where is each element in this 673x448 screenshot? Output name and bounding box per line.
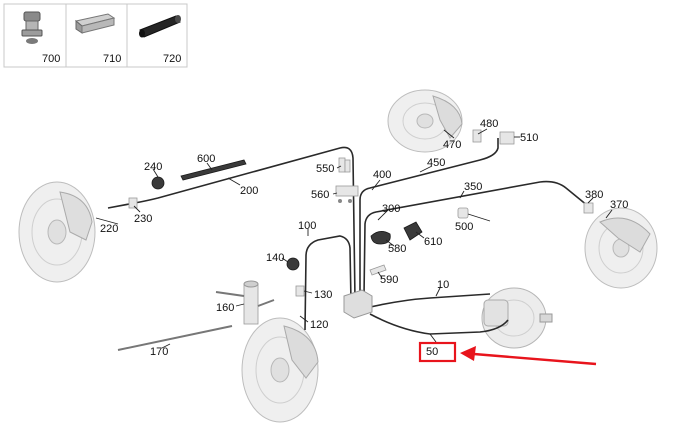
callout-labels: 240 600 200 230 220 550 560 400 450 470 …	[100, 118, 628, 358]
callout-300[interactable]: 300	[382, 203, 400, 215]
callout-370[interactable]: 370	[610, 199, 628, 211]
thumbnail-710[interactable]: 710	[65, 3, 128, 68]
callout-450[interactable]: 450	[427, 157, 445, 169]
part-240	[151, 176, 165, 190]
highlight-arrow-shaft	[473, 352, 597, 366]
callout-130[interactable]: 130	[314, 289, 332, 301]
callout-230[interactable]: 230	[134, 213, 152, 225]
part-480	[472, 129, 482, 143]
callout-560[interactable]: 560	[311, 189, 329, 201]
rear-right-brake-disc	[387, 89, 463, 153]
rubber-hose-icon	[139, 15, 181, 38]
callout-580[interactable]: 580	[388, 243, 406, 255]
callout-600[interactable]: 600	[197, 153, 215, 165]
part-380	[583, 202, 594, 214]
callout-480[interactable]: 480	[480, 118, 498, 130]
part-510	[499, 131, 515, 145]
thumbnail-700-label: 700	[42, 53, 60, 65]
rear-left-brake-disc	[241, 317, 319, 423]
part-550	[338, 157, 351, 173]
callout-400[interactable]: 400	[373, 169, 391, 181]
callout-610[interactable]: 610	[424, 236, 442, 248]
callout-140[interactable]: 140	[266, 252, 284, 264]
callout-10[interactable]: 10	[437, 279, 449, 291]
callout-120[interactable]: 120	[310, 319, 328, 331]
part-600	[180, 159, 247, 181]
callout-470[interactable]: 470	[443, 139, 461, 151]
leader-lines	[95, 128, 613, 349]
part-140	[286, 257, 300, 271]
callout-550[interactable]: 550	[316, 163, 334, 175]
bolt-fitting-icon	[21, 11, 43, 44]
callout-380[interactable]: 380	[585, 189, 603, 201]
callout-240[interactable]: 240	[144, 161, 162, 173]
thumbnail-720[interactable]: 720	[126, 3, 188, 68]
highlight-box	[418, 341, 457, 363]
thumbnail-strip: 700 710 720	[3, 3, 188, 68]
callout-500[interactable]: 500	[455, 221, 473, 233]
callout-100[interactable]: 100	[298, 220, 316, 232]
brake-lines	[107, 138, 589, 335]
callout-220[interactable]: 220	[100, 223, 118, 235]
brake-booster-master-cylinder	[481, 287, 553, 349]
callout-350[interactable]: 350	[464, 181, 482, 193]
part-130	[295, 285, 305, 297]
callout-160[interactable]: 160	[216, 302, 234, 314]
callout-510[interactable]: 510	[520, 132, 538, 144]
part-560	[335, 185, 359, 203]
part-500	[457, 207, 469, 219]
callout-50-highlight	[418, 341, 597, 366]
highlight-arrow-head	[460, 346, 476, 361]
callout-200[interactable]: 200	[240, 185, 258, 197]
part-160-hose-assembly	[215, 280, 275, 325]
front-left-brake-disc	[18, 181, 96, 283]
thumbnail-720-label: 720	[163, 53, 181, 65]
hex-spacer-icon	[74, 13, 116, 34]
thumbnail-700[interactable]: 700	[3, 3, 67, 68]
front-right-brake-disc	[584, 207, 658, 289]
part-170-rod	[117, 325, 233, 351]
callout-170[interactable]: 170	[150, 346, 168, 358]
callout-590[interactable]: 590	[380, 274, 398, 286]
distribution-block	[343, 289, 373, 319]
callout-50[interactable]: 50	[426, 346, 438, 358]
part-230	[128, 197, 138, 209]
thumbnail-710-label: 710	[103, 53, 121, 65]
part-590	[369, 264, 387, 276]
part-610	[403, 221, 423, 241]
